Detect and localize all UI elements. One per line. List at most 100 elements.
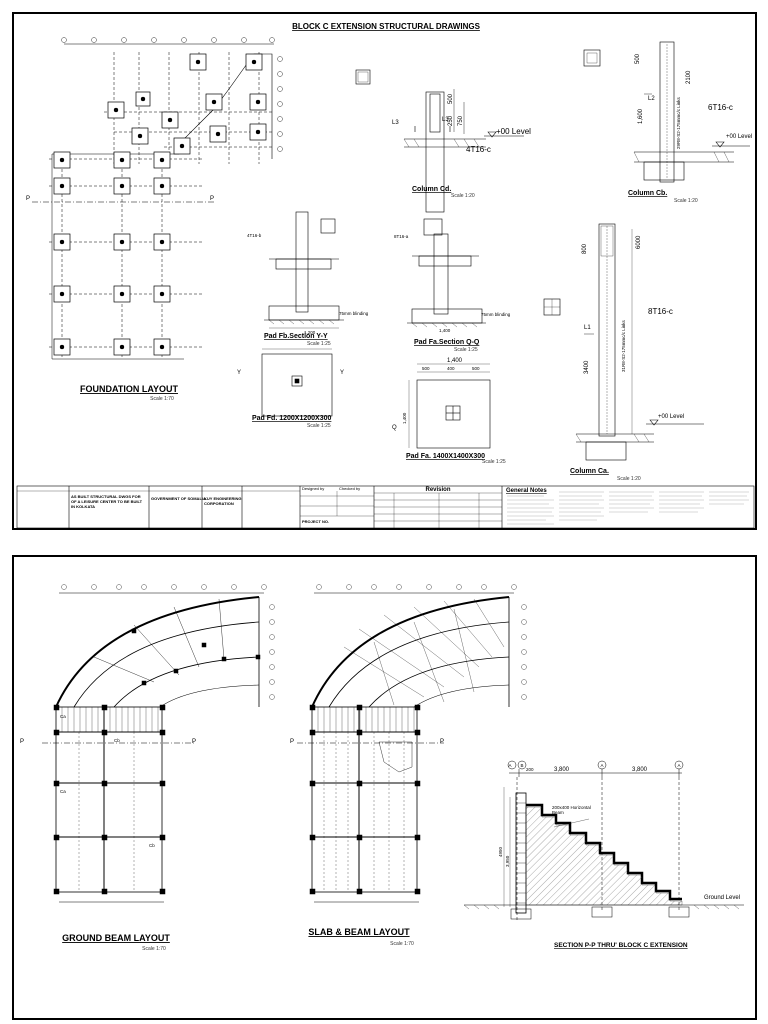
- column-ca-dim-3400: 3400: [584, 360, 590, 374]
- column-cd-scale: Scale 1:20: [451, 193, 475, 199]
- slab-beam-layout-label: SLAB & BEAM LAYOUT: [308, 927, 410, 937]
- ground-beam-section-p-right: P: [192, 739, 196, 745]
- pad-fb-rebar: 4T16-b: [247, 233, 262, 238]
- sheet1-drawing: BLOCK C EXTENSION STRUCTURAL DRAWINGS: [16, 22, 755, 529]
- section-pp-grid-3: A: [600, 763, 603, 768]
- foundation-layout-plan: [32, 37, 283, 360]
- title-block-revision: Revision: [425, 487, 450, 493]
- section-pp-dim-3800-a: 3,800: [554, 767, 570, 773]
- column-cd-detail: [355, 69, 524, 213]
- slab-beam-layout-plan: [297, 584, 527, 903]
- foundation-layout-scale: Scale 1:70: [150, 396, 174, 402]
- foundation-layout-label: FOUNDATION LAYOUT: [80, 384, 179, 394]
- column-cb-level: +00 Level: [726, 134, 752, 140]
- sheet2-drawing: Ca Cb Ca Cb P P GROUND BEAM LAYOUT Scale…: [20, 584, 744, 952]
- column-cd-mark-l3-left: L3: [392, 120, 399, 126]
- slab-beam-layout-scale: Scale 1:70: [390, 941, 414, 947]
- pad-fa-plan: [408, 363, 491, 449]
- drawing-sheet-1: BLOCK C EXTENSION STRUCTURAL DRAWINGS: [12, 12, 757, 530]
- title-block: [16, 485, 755, 529]
- section-pp-beam-note: 200x400 Horizontal Beam: [552, 805, 591, 815]
- pad-fb-section-detail: [264, 211, 344, 329]
- pad-fa-section-scale: Scale 1:25: [454, 347, 478, 353]
- title-block-general-notes: General Notes: [506, 488, 547, 494]
- title-block-checked-by: Checked by: [339, 486, 360, 491]
- section-pp-ground-level: Ground Level: [704, 895, 740, 901]
- pad-fa-rebar: 8T16-a: [394, 234, 409, 239]
- section-pp-vdim-4950: 4950: [498, 846, 503, 857]
- column-cb-label: Column Cb.: [628, 190, 667, 197]
- column-ca-dim-6000: 6000: [636, 235, 642, 249]
- slab-beam-section-p-right: P: [440, 739, 444, 745]
- column-ca-detail: [543, 223, 704, 461]
- pad-fa-section-label: Pad Fa.Section Q-Q: [414, 339, 480, 346]
- slab-beam-section-p-left: P: [290, 739, 294, 745]
- title-block-consultant: KUY ENGINEERING CORPORATION: [204, 496, 242, 506]
- title-block-project: AS BUILT STRUCTURAL DWGS FOR OF A LEISUR…: [71, 494, 143, 509]
- pad-fa-plan-dim-b: 400: [447, 366, 455, 371]
- column-cb-links: 29R8-S2-175mmc/c Links: [676, 96, 681, 149]
- title-block-designed-by: Designed by: [302, 486, 324, 491]
- column-ca-links: 31R8-S2-175mmc/c Links: [621, 319, 626, 372]
- section-pp-grid-2: B: [520, 763, 523, 768]
- column-cd-dim-250: 250: [448, 115, 454, 126]
- ground-beam-mark-ca-2: Ca: [60, 789, 66, 794]
- column-cb-dim-1600: 1,600: [638, 108, 644, 124]
- section-mark-p-right: P: [210, 196, 214, 202]
- pad-fd-y-left: Y: [237, 370, 241, 376]
- pad-fa-plan-dim-top: 1,400: [447, 358, 463, 364]
- ground-beam-mark-cb-1: Cb: [114, 738, 120, 743]
- pad-fa-section-dim: 1,400: [439, 328, 451, 333]
- section-mark-p-left: P: [26, 196, 30, 202]
- pad-fb-label: Pad Fb.Section Y-Y: [264, 333, 328, 340]
- pad-fb-scale: Scale 1:25: [307, 341, 331, 347]
- column-cb-detail: [583, 41, 750, 183]
- column-cb-dim-500: 500: [635, 53, 641, 64]
- section-pp-label: SECTION P-P THRU' BLOCK C EXTENSION: [554, 942, 688, 949]
- pad-fd-plan: [261, 348, 333, 417]
- column-cb-rebar: 6T16-c: [708, 103, 733, 112]
- column-cb-mark: L2: [648, 96, 655, 102]
- column-cd-level: +00 Level: [496, 127, 531, 136]
- column-ca-label: Column Ca.: [570, 468, 609, 475]
- title-block-client: GOVERNMENT OF SOMALIA: [151, 496, 206, 501]
- pad-fa-plan-dim-side: 1,400: [402, 412, 407, 424]
- column-ca-level: +00 Level: [658, 414, 684, 420]
- drawing-sheet-2: Ca Cb Ca Cb P P GROUND BEAM LAYOUT Scale…: [12, 555, 757, 1020]
- section-pp-grid-1: A: [508, 763, 511, 768]
- pad-fa-plan-scale: Scale 1:25: [482, 459, 506, 465]
- ground-beam-layout-scale: Scale 1:70: [142, 946, 166, 952]
- pad-fd-label: Pad Fd. 1200X1200X300: [252, 415, 331, 422]
- pad-fa-plan-dim-a: 500: [422, 366, 430, 371]
- title-block-project-no: PROJECT NO.: [302, 519, 329, 524]
- column-ca-mark: L1: [584, 325, 591, 331]
- section-pp-vdim-3950: 3,950: [505, 855, 510, 867]
- pad-fb-blinding: 75mm blinding: [339, 311, 369, 316]
- column-cd-mark-l3-right: L3: [442, 117, 449, 123]
- ground-beam-layout-label: GROUND BEAM LAYOUT: [62, 933, 170, 943]
- column-cd-label: Column Cd.: [412, 186, 451, 193]
- pad-fa-section-detail: [407, 218, 486, 328]
- pad-fa-plan-mark: Q: [392, 425, 397, 431]
- pad-fd-y-right: Y: [340, 370, 344, 376]
- pad-fa-plan-label: Pad Fa. 1400X1400X300: [406, 453, 485, 460]
- section-pp-dim-3800-b: 3,800: [632, 767, 648, 773]
- section-pp-detail: [463, 760, 744, 922]
- column-ca-dim-800: 800: [582, 243, 588, 254]
- ground-beam-mark-cb-2: Cb: [149, 843, 155, 848]
- pad-fa-blinding: 75mm blinding: [481, 312, 511, 317]
- column-cb-scale: Scale 1:20: [674, 198, 698, 204]
- ground-beam-mark-ca-1: Ca: [60, 714, 66, 719]
- section-pp-dim-200: 200: [526, 767, 534, 772]
- section-pp-grid-4: A: [677, 763, 680, 768]
- column-ca-scale: Scale 1:20: [617, 476, 641, 482]
- column-ca-rebar: 8T16-c: [648, 307, 673, 316]
- pad-fb-dim: 1,200: [304, 330, 316, 335]
- ground-beam-section-p-left: P: [20, 739, 24, 745]
- column-cd-dim-750: 750: [458, 115, 464, 126]
- pad-fd-scale: Scale 1:25: [307, 423, 331, 429]
- column-cd-dim-500: 500: [448, 93, 454, 104]
- column-cd-rebar: 4T16-c: [466, 145, 491, 154]
- column-cb-dim-2100: 2100: [686, 70, 692, 84]
- sheet1-title: BLOCK C EXTENSION STRUCTURAL DRAWINGS: [292, 22, 481, 31]
